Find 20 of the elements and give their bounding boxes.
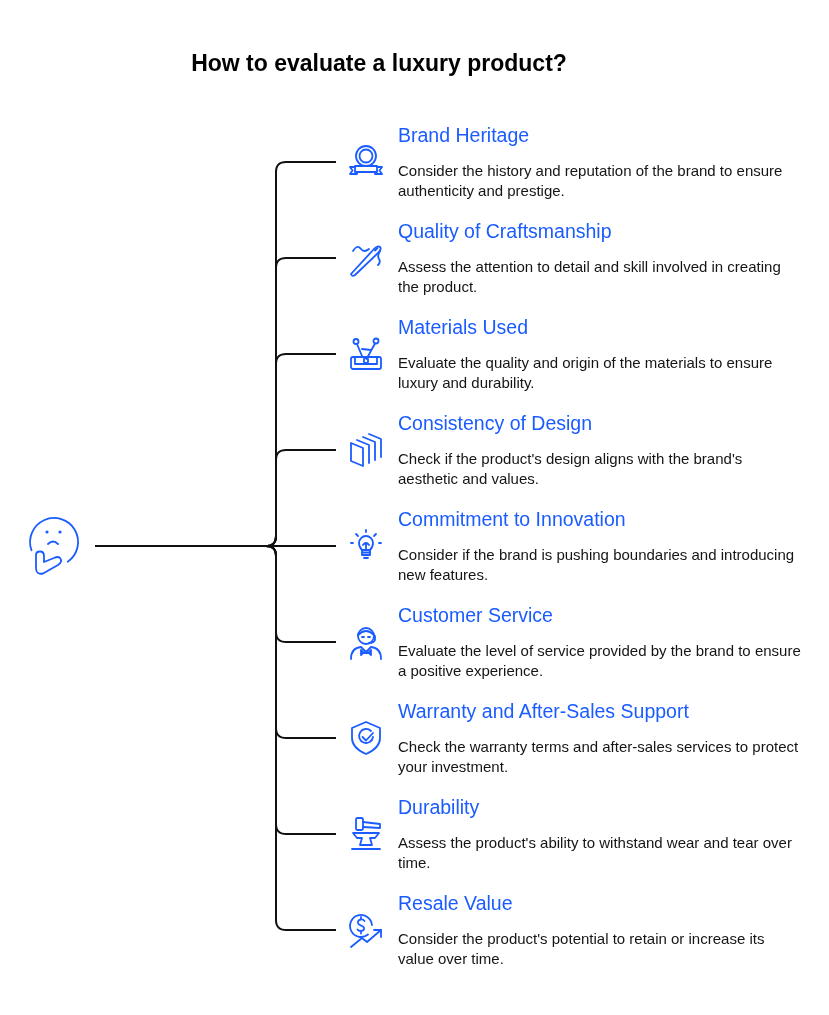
item-heading: Brand Heritage	[398, 124, 530, 147]
diagram-title: How to evaluate a luxury product?	[191, 49, 567, 77]
item-description: Evaluate the level of service provided by the brand to ensure a positive experience.	[398, 641, 802, 681]
connector-line	[94, 545, 337, 931]
item-heading: Consistency of Design	[398, 412, 592, 435]
item-description: Consider the product's potential to retain or increase its value over time.	[398, 929, 766, 969]
item-description: Evaluate the quality and origin of the materials to ensure luxury and durability.	[398, 353, 774, 393]
item-description: Consider the history and reputation of the brand to ensure authenticity and prestige.	[398, 161, 784, 201]
item-heading: Quality of Craftsmanship	[398, 220, 612, 243]
item-heading: Materials Used	[398, 316, 529, 339]
item-description: Check the warranty terms and after-sales services to protect your investment.	[398, 737, 800, 777]
item-description: Assess the product's ability to withstand wear and tear over time.	[398, 833, 793, 873]
item-heading: Resale Value	[398, 892, 513, 915]
item-heading: Warranty and After-Sales Support	[398, 700, 689, 723]
item-description: Consider if the brand is pushing boundaries and introducing new features.	[398, 545, 796, 585]
item-heading: Customer Service	[398, 604, 553, 627]
item-description: Check if the product's design aligns with the brand's aesthetic and values.	[398, 449, 744, 489]
item-heading: Commitment to Innovation	[398, 508, 626, 531]
item-description: Assess the attention to detail and skill involved in creating the product.	[398, 257, 782, 297]
item-heading: Durability	[398, 796, 480, 819]
